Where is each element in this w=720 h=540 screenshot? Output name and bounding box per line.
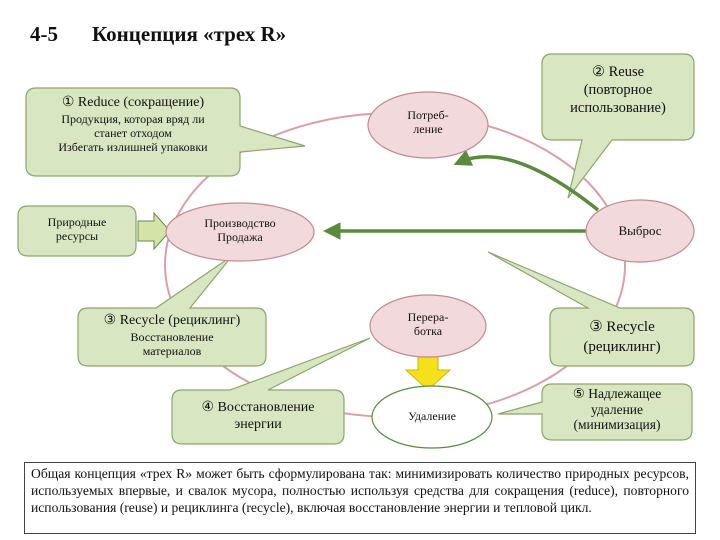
consumption-line-1: Потреб- <box>407 108 449 122</box>
resources-node <box>17 205 137 257</box>
processing-to-removal-arrow <box>404 353 452 391</box>
energy-callout: ④ Восстановление энергии <box>174 400 342 434</box>
reuse-line-1: ② Reuse <box>591 64 645 80</box>
reduce-line-2: станет отходом <box>94 125 172 140</box>
recycle-left-callout: ③ Recycle (рециклинг) Восстановление мат… <box>80 313 264 359</box>
processing-node <box>369 294 487 358</box>
disposal-line-2: удаление <box>590 401 644 417</box>
recycle-left-line-2: материалов <box>142 343 202 358</box>
reuse-line-2: (повторное <box>583 82 653 99</box>
consumption-label: Потреб- ление <box>368 108 488 137</box>
reduce-heading: ① Reduce (сокращение) <box>61 95 205 110</box>
waste-line-1: Выброс <box>618 223 662 238</box>
recycle-left-heading: ③ Recycle (рециклинг) <box>103 313 241 328</box>
production-node <box>165 202 315 262</box>
resources-line-1: Природные <box>47 215 107 229</box>
reduce-callout-shape <box>25 87 306 177</box>
disposal-line-1: ⑤ Надлежащее <box>572 386 662 401</box>
energy-callout-shape <box>171 337 371 445</box>
resources-to-production-arrow <box>137 211 171 251</box>
waste-node <box>585 199 695 263</box>
recycle-right-line-1: ③ Recycle <box>589 319 655 335</box>
energy-line-2: энергии <box>234 416 282 432</box>
removal-label: Удаление <box>372 409 492 423</box>
processing-line-2: ботка <box>413 324 443 339</box>
reduce-line-1: Продукция, которая вряд ли <box>61 112 205 127</box>
reduce-callout: ① Reduce (сокращение) Продукция, которая… <box>30 95 236 154</box>
consumption-node <box>367 91 489 159</box>
disposal-line-3: (минимизация) <box>573 417 661 433</box>
production-line-1: Производство <box>204 216 276 230</box>
disposal-callout-shape <box>497 383 693 441</box>
recycle-right-line-2: (рециклинг) <box>583 338 661 355</box>
reuse-callout: ② Reuse (повторное использование) <box>546 63 690 117</box>
reuse-callout-shape <box>541 53 695 199</box>
resources-line-2: ресурсы <box>55 229 99 244</box>
page-title: 4-5 Концепция «трех R» <box>30 22 286 47</box>
processing-label: Перера- ботка <box>370 310 486 339</box>
reuse-line-3: использование) <box>570 100 666 117</box>
disposal-callout: ⑤ Надлежащее удаление (минимизация) <box>544 386 690 433</box>
consumption-line-2: ление <box>413 122 443 137</box>
production-line-2: Продажа <box>217 230 263 245</box>
reduce-line-3: Избегать излишней упаковки <box>58 139 208 154</box>
title-text: Концепция «трех R» <box>92 22 287 46</box>
recycle-right-callout: ③ Recycle (рециклинг) <box>552 318 692 357</box>
resources-label: Природные ресурсы <box>18 215 136 244</box>
processing-line-1: Перера- <box>407 310 449 324</box>
summary-text-box: Общая концепция «трех R» может быть сфор… <box>24 462 696 534</box>
removal-line-1: Удаление <box>408 409 456 423</box>
production-label: Производство Продажа <box>166 216 314 245</box>
recycle-right-callout-shape <box>487 251 695 367</box>
slide-number: 4-5 <box>30 22 58 46</box>
recycle-left-callout-shape <box>77 255 267 367</box>
waste-label: Выброс <box>586 223 694 239</box>
energy-line-1: ④ Восстановление <box>201 400 315 415</box>
removal-node <box>371 385 493 449</box>
recycle-left-line-1: Восстановление <box>130 330 214 345</box>
waste-to-consumption-arrow <box>453 149 600 212</box>
